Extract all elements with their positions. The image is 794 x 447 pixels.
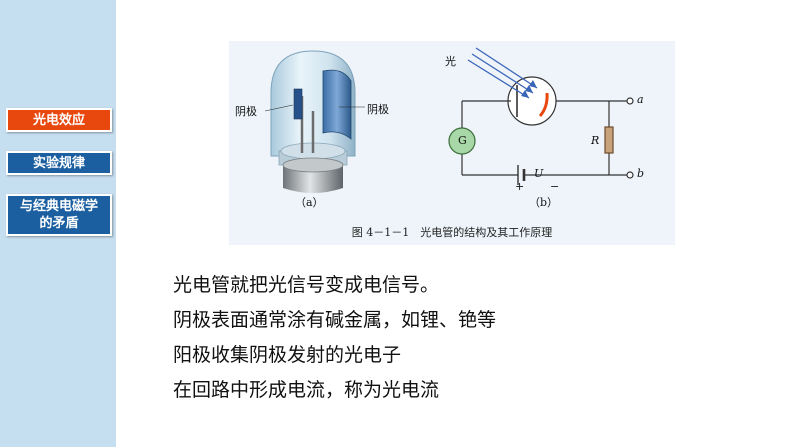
text-line: 在回路中形成电流，称为光电流: [173, 379, 440, 401]
phototube-drawing: [264, 50, 365, 193]
nav-label: 光电效应: [32, 112, 85, 128]
circuit-diagram: [448, 76, 634, 185]
light-label: 光: [445, 55, 456, 68]
text-line: 阴极表面通常涂有碱金属，如锂、铯等: [173, 309, 497, 331]
cathode-label-right: 阴极: [367, 103, 389, 116]
terminal-a-label: a: [637, 93, 644, 106]
phototube-figure: 阴极 阴极 （a） 光 G R a b U + − （b） 图 4－1－1 光电…: [229, 41, 675, 245]
terminal-b-label: b: [637, 167, 645, 180]
nav-label: 实验规律: [32, 155, 85, 171]
galvanometer-label: G: [458, 134, 467, 147]
nav-classical-contradiction[interactable]: 与经典电磁学的矛盾: [6, 194, 112, 236]
voltage-label: U: [534, 167, 544, 180]
light-rays: [467, 47, 538, 99]
nav-photoelectric-effect[interactable]: 光电效应: [6, 108, 112, 132]
panel-a-label: （a）: [295, 196, 324, 209]
minus-sign: −: [550, 180, 560, 193]
plus-sign: +: [515, 180, 525, 193]
resistor-label: R: [591, 134, 600, 147]
panel-b-label: （b）: [529, 196, 559, 209]
sidebar: 光电效应 实验规律 与经典电磁学的矛盾: [0, 0, 116, 447]
nav-experimental-laws[interactable]: 实验规律: [6, 151, 112, 175]
text-line: 阳极收集阴极发射的光电子: [173, 344, 402, 366]
figure-caption: 图 4－1－1 光电管的结构及其工作原理: [351, 226, 553, 239]
cathode-label-left: 阴极: [235, 105, 257, 118]
text-line: 光电管就把光信号变成电信号。: [173, 274, 440, 296]
phototube-diagram: [264, 47, 634, 193]
explanation-text: 光电管就把光信号变成电信号。 阴极表面通常涂有碱金属，如锂、铯等 阳极收集阴极发…: [173, 268, 496, 408]
nav-label: 与经典电磁学的矛盾: [19, 199, 98, 231]
